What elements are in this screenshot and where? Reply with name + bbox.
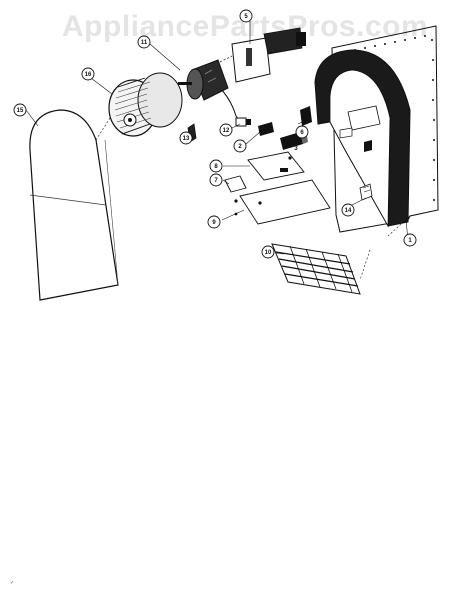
- blower-motor-part[interactable]: [178, 59, 251, 125]
- svg-text:6: 6: [300, 130, 304, 136]
- svg-text:2: 2: [238, 144, 242, 150]
- callout-15: 15: [13, 103, 27, 117]
- callout-10: 10: [261, 245, 275, 259]
- small-plate-part[interactable]: [224, 175, 247, 193]
- connector-part[interactable]: [235, 117, 247, 127]
- switch-part[interactable]: [258, 122, 274, 136]
- front-panel-part[interactable]: [29, 109, 119, 301]
- callout-1: 1: [403, 233, 417, 247]
- callout-16: 16: [81, 67, 95, 81]
- svg-text:9: 9: [212, 220, 216, 226]
- svg-text:13: 13: [183, 136, 190, 142]
- svg-text:16: 16: [85, 72, 92, 78]
- svg-text:14: 14: [345, 208, 352, 214]
- housing-bracket-part[interactable]: [288, 106, 312, 160]
- svg-text:1: 1: [408, 238, 412, 244]
- callout-3: 3: [294, 146, 298, 152]
- svg-text:8: 8: [214, 164, 218, 170]
- svg-text:7: 7: [214, 178, 218, 184]
- callout-13: 13: [179, 131, 193, 145]
- callout-9: 9: [207, 215, 221, 229]
- callout-14: 14: [341, 203, 355, 217]
- callout-11: 11: [137, 35, 151, 49]
- callout-2: 2: [233, 139, 247, 153]
- control-plate-part[interactable]: [234, 151, 331, 225]
- svg-text:10: 10: [265, 250, 272, 256]
- svg-text:5: 5: [244, 14, 248, 20]
- callout-12: 12: [219, 123, 233, 137]
- svg-text:15: 15: [17, 108, 24, 114]
- grille-part[interactable]: [271, 243, 361, 295]
- callout-8: 8: [209, 159, 223, 173]
- svg-text:3: 3: [294, 146, 298, 152]
- svg-text:11: 11: [141, 40, 148, 46]
- callout-5: 5: [239, 9, 253, 23]
- callout-7: 7: [209, 173, 223, 187]
- motor-bracket-part[interactable]: [219, 27, 306, 83]
- callout-6: 6: [295, 125, 309, 139]
- housing-part[interactable]: [314, 25, 439, 233]
- corner-mark: ✓: [10, 580, 15, 586]
- svg-text:12: 12: [223, 128, 230, 134]
- blower-wheel-part[interactable]: [108, 72, 183, 137]
- screw-part[interactable]: [359, 183, 373, 201]
